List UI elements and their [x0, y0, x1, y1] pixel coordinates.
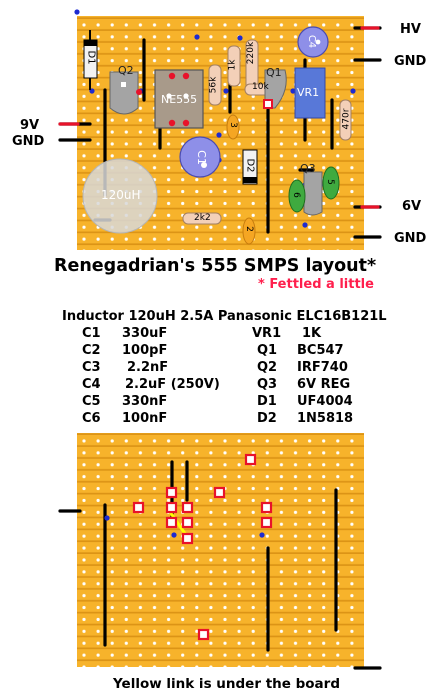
footer-note: Yellow link is under the board — [113, 676, 340, 692]
bottom-board — [58, 433, 382, 670]
label-470r: 470r — [341, 108, 352, 130]
bottom-pads — [132, 453, 273, 641]
label-10k: 10k — [252, 82, 269, 92]
subtitle-note: * Fettled a little — [258, 277, 374, 292]
d1-diode — [83, 30, 98, 90]
d2-diode — [242, 149, 258, 185]
label-9v: 9V — [20, 118, 40, 133]
ne555-ic — [154, 69, 204, 129]
label-56k: 56k — [208, 76, 219, 94]
resistors — [182, 39, 352, 225]
label-1k: 1k — [227, 59, 238, 71]
c3-capacitor — [226, 114, 240, 140]
label-c6: 6 — [290, 192, 301, 198]
label-c1: C1 — [194, 150, 208, 165]
inductor-120uh — [82, 158, 158, 234]
c1-capacitor — [179, 136, 221, 178]
page-title: Renegadrian's 555 SMPS layout* — [54, 256, 377, 276]
label-6v: 6V — [402, 199, 422, 214]
label-d2: D2 — [244, 158, 256, 173]
c2-capacitor — [242, 217, 256, 245]
label-ne555: NE555 — [161, 93, 198, 106]
label-c5: 5 — [324, 179, 335, 185]
label-d1: D1 — [85, 50, 97, 65]
vr1-trimmer — [294, 67, 326, 119]
label-2k2: 2k2 — [194, 213, 211, 223]
label-q3: Q3 — [300, 162, 316, 175]
label-c2: 2 — [243, 226, 254, 232]
top-board — [58, 9, 382, 250]
label-gnd-bottom: GND — [394, 231, 427, 246]
label-220k: 220k — [246, 41, 257, 65]
label-inductor: 120uH — [101, 188, 141, 202]
label-c4: C4 — [306, 34, 318, 49]
label-q2: Q2 — [118, 64, 134, 77]
c4-capacitor — [297, 26, 329, 58]
label-vr1: VR1 — [297, 86, 320, 99]
label-hv: HV — [400, 22, 421, 37]
red-leads — [58, 26, 380, 209]
yellow-link — [168, 511, 188, 536]
q1-transistor — [263, 69, 287, 109]
label-q1: Q1 — [266, 66, 282, 79]
q2-transistor — [109, 71, 142, 115]
label-gnd-top: GND — [394, 54, 427, 69]
bottom-track-cuts — [104, 515, 265, 538]
q3-regulator — [288, 166, 340, 216]
label-gnd-left: GND — [12, 134, 45, 149]
label-c3: 3 — [227, 122, 238, 128]
inductor-spec: Inductor 120uH 2.5A Panasonic ELC16B121L — [62, 309, 387, 324]
